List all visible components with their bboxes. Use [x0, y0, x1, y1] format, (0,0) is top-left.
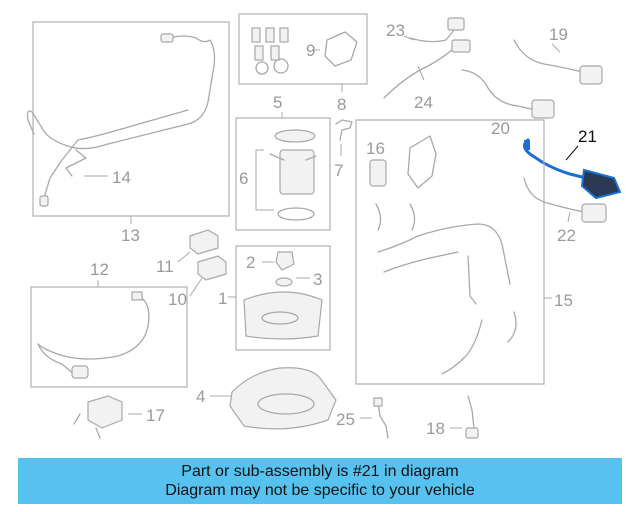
group-8-hardware: [238, 13, 368, 85]
callout-22: 22: [557, 226, 576, 245]
callout-10: 10: [168, 290, 187, 309]
banner-line-1: Part or sub-assembly is #21 in diagram: [181, 463, 459, 480]
sensor-23-24: [383, 17, 471, 99]
part-7: [335, 119, 353, 156]
sensor-21-highlighted: [523, 138, 622, 200]
callout-9: 9: [306, 41, 315, 60]
callout-17: 17: [146, 406, 165, 425]
callout-21: 21: [578, 127, 597, 146]
group-15-lines: [355, 119, 552, 385]
callout-13: 13: [121, 226, 140, 245]
info-banner: Part or sub-assembly is #21 in diagram D…: [18, 458, 622, 504]
part-4-tank: [210, 367, 337, 430]
group-12-sensor: [30, 286, 188, 388]
group-5-pump: [235, 117, 331, 231]
callout-11: 11: [156, 257, 174, 276]
callout-4: 4: [196, 387, 205, 406]
callout-18: 18: [426, 419, 445, 438]
callout-6: 6: [239, 169, 248, 188]
group-1-tank: [228, 245, 331, 351]
part-18-sensor: [450, 395, 479, 439]
part-25-bracket: [360, 397, 389, 439]
callout-14: 14: [112, 168, 131, 187]
callout-24: 24: [414, 93, 433, 112]
part-17-valve: [73, 395, 142, 439]
callout-19: 19: [549, 25, 568, 44]
callout-25: 25: [336, 410, 355, 429]
callout-8: 8: [337, 95, 346, 114]
callout-7: 7: [334, 161, 343, 180]
banner-line-2: Diagram may not be specific to your vehi…: [165, 482, 475, 499]
callout-2: 2: [246, 253, 255, 272]
callout-3: 3: [313, 270, 322, 289]
callout-15: 15: [554, 291, 573, 310]
callout-23: 23: [386, 21, 405, 40]
connectors-10-11: [177, 229, 227, 297]
callout-1: 1: [218, 289, 227, 308]
sensor-19-20: [461, 39, 603, 119]
callout-20: 20: [491, 119, 510, 138]
callout-16: 16: [366, 139, 385, 158]
callout-12: 12: [90, 260, 109, 279]
callout-5: 5: [273, 93, 282, 112]
